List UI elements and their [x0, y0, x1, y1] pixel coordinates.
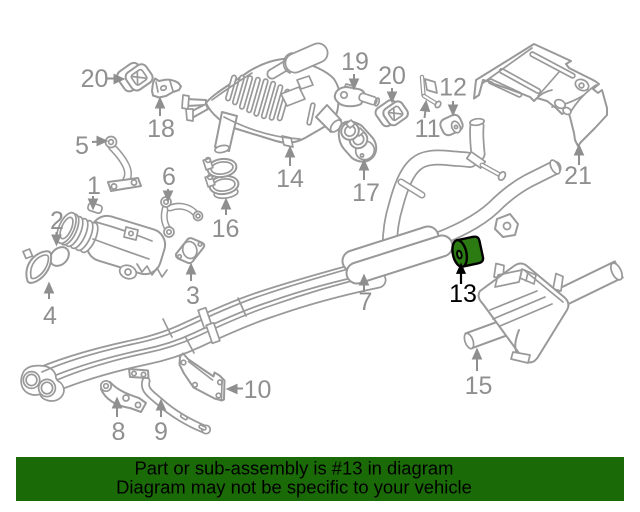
svg-text:13: 13	[449, 280, 477, 308]
svg-text:1: 1	[87, 172, 101, 200]
svg-text:19: 19	[341, 48, 369, 76]
svg-text:15: 15	[465, 372, 493, 400]
svg-text:20: 20	[378, 62, 406, 90]
svg-text:5: 5	[75, 132, 89, 160]
svg-text:2: 2	[50, 207, 64, 235]
svg-text:11: 11	[415, 115, 441, 143]
svg-text:18: 18	[147, 115, 175, 143]
svg-text:17: 17	[352, 179, 380, 207]
svg-text:6: 6	[162, 163, 176, 191]
svg-text:10: 10	[244, 376, 272, 404]
svg-text:20: 20	[81, 65, 109, 93]
svg-text:Diagram may not be specific to: Diagram may not be specific to your vehi…	[116, 477, 472, 498]
svg-text:Part or sub-assembly is #13 in: Part or sub-assembly is #13 in diagram	[135, 458, 454, 479]
svg-text:4: 4	[43, 302, 57, 330]
svg-text:16: 16	[212, 215, 240, 243]
svg-text:21: 21	[564, 162, 592, 190]
svg-text:9: 9	[154, 418, 168, 446]
svg-text:3: 3	[186, 282, 200, 310]
svg-text:14: 14	[276, 165, 304, 193]
svg-text:7: 7	[359, 288, 373, 316]
svg-text:8: 8	[112, 418, 126, 446]
svg-text:12: 12	[439, 74, 467, 102]
